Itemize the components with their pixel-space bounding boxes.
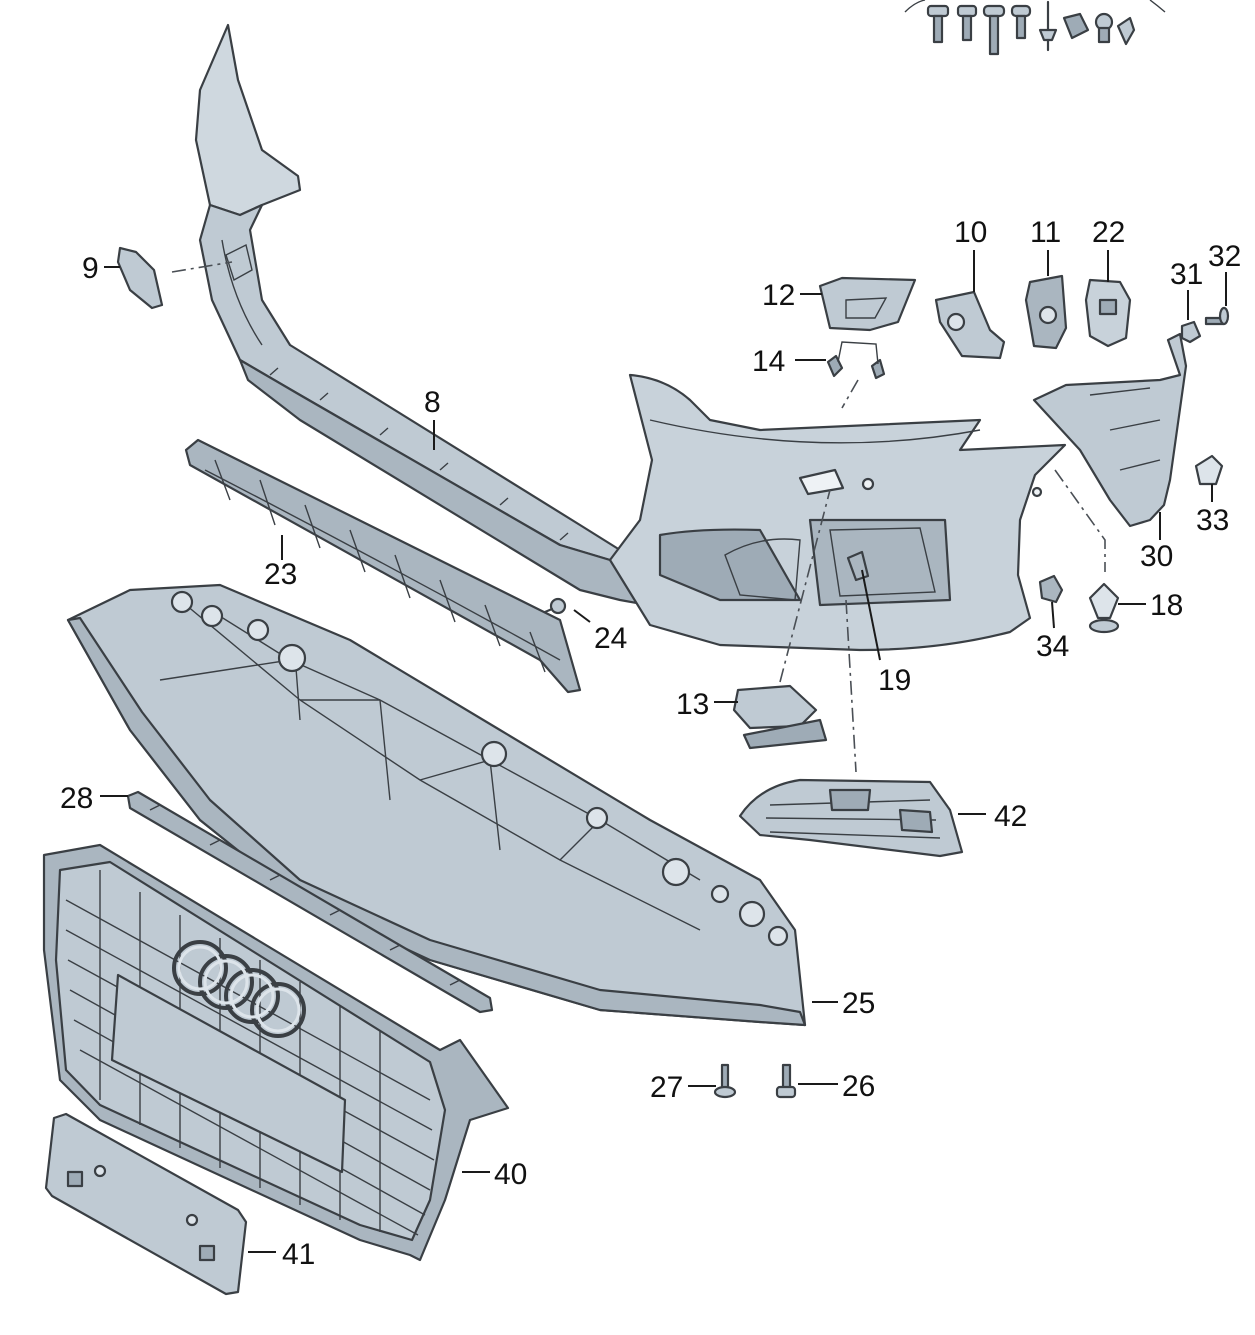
callout-41: 41 [282,1238,315,1271]
sensor-holder [1084,278,1132,348]
screw-icon [982,4,1006,56]
callout-22: 22 [1092,216,1125,249]
pin-icon [1038,0,1058,52]
screw-icon [1010,4,1032,40]
trim-strip [126,790,494,1014]
lower-grille-strip [184,438,582,694]
screw-icon [956,4,978,42]
clip-icon [1194,454,1224,486]
push-rivet-icon [1088,582,1120,634]
washer-cap [732,489,831,750]
callout-14: 14 [752,345,785,378]
callout-30: 30 [1140,540,1173,573]
callout-40: 40 [494,1158,527,1191]
callout-27: 27 [650,1071,683,1104]
callout-19: 19 [878,664,911,697]
screw-icon [713,1063,737,1099]
callout-33: 33 [1196,504,1229,537]
side-bracket [1032,332,1188,572]
fog-light-grille [738,599,964,858]
spring-clip [826,341,886,409]
callout-28: 28 [60,782,93,815]
callout-26: 26 [842,1070,875,1103]
callout-18: 18 [1150,589,1183,622]
callout-12: 12 [762,279,795,312]
sensor-bracket [934,290,1006,360]
callout-13: 13 [676,688,709,721]
callout-10: 10 [954,216,987,249]
callout-11: 11 [1030,216,1061,249]
screw-icon [1094,12,1114,44]
clip-icon [1038,574,1064,604]
screw-icon [926,4,950,44]
screw-icon [543,597,567,615]
callout-34: 34 [1036,630,1069,663]
screw-icon [775,1063,797,1099]
callout-25: 25 [842,987,875,1020]
callout-9: 9 [82,252,99,285]
callout-24: 24 [594,622,627,655]
radiator-grille [42,843,510,1262]
screw-icon [1204,306,1230,326]
callout-labels: 8 9 10 11 12 13 14 18 19 22 23 24 25 26 … [60,216,1241,1271]
callout-23: 23 [264,558,297,591]
four-rings-emblem-icon [172,940,306,1038]
callout-31: 31 [1170,258,1203,291]
callout-32: 32 [1208,240,1241,273]
licence-plate-holder [44,1112,248,1296]
fastener-hardware-group [904,0,1166,56]
leader-lines [100,250,1227,1253]
clip-icon [1062,12,1090,40]
callout-42: 42 [994,800,1027,833]
callout-8: 8 [424,386,441,419]
clip-icon [1116,16,1136,46]
bumper-cover [194,23,1067,652]
parking-sensor [1024,274,1068,350]
washer-bracket [818,276,917,332]
clip-icon [1180,320,1202,344]
